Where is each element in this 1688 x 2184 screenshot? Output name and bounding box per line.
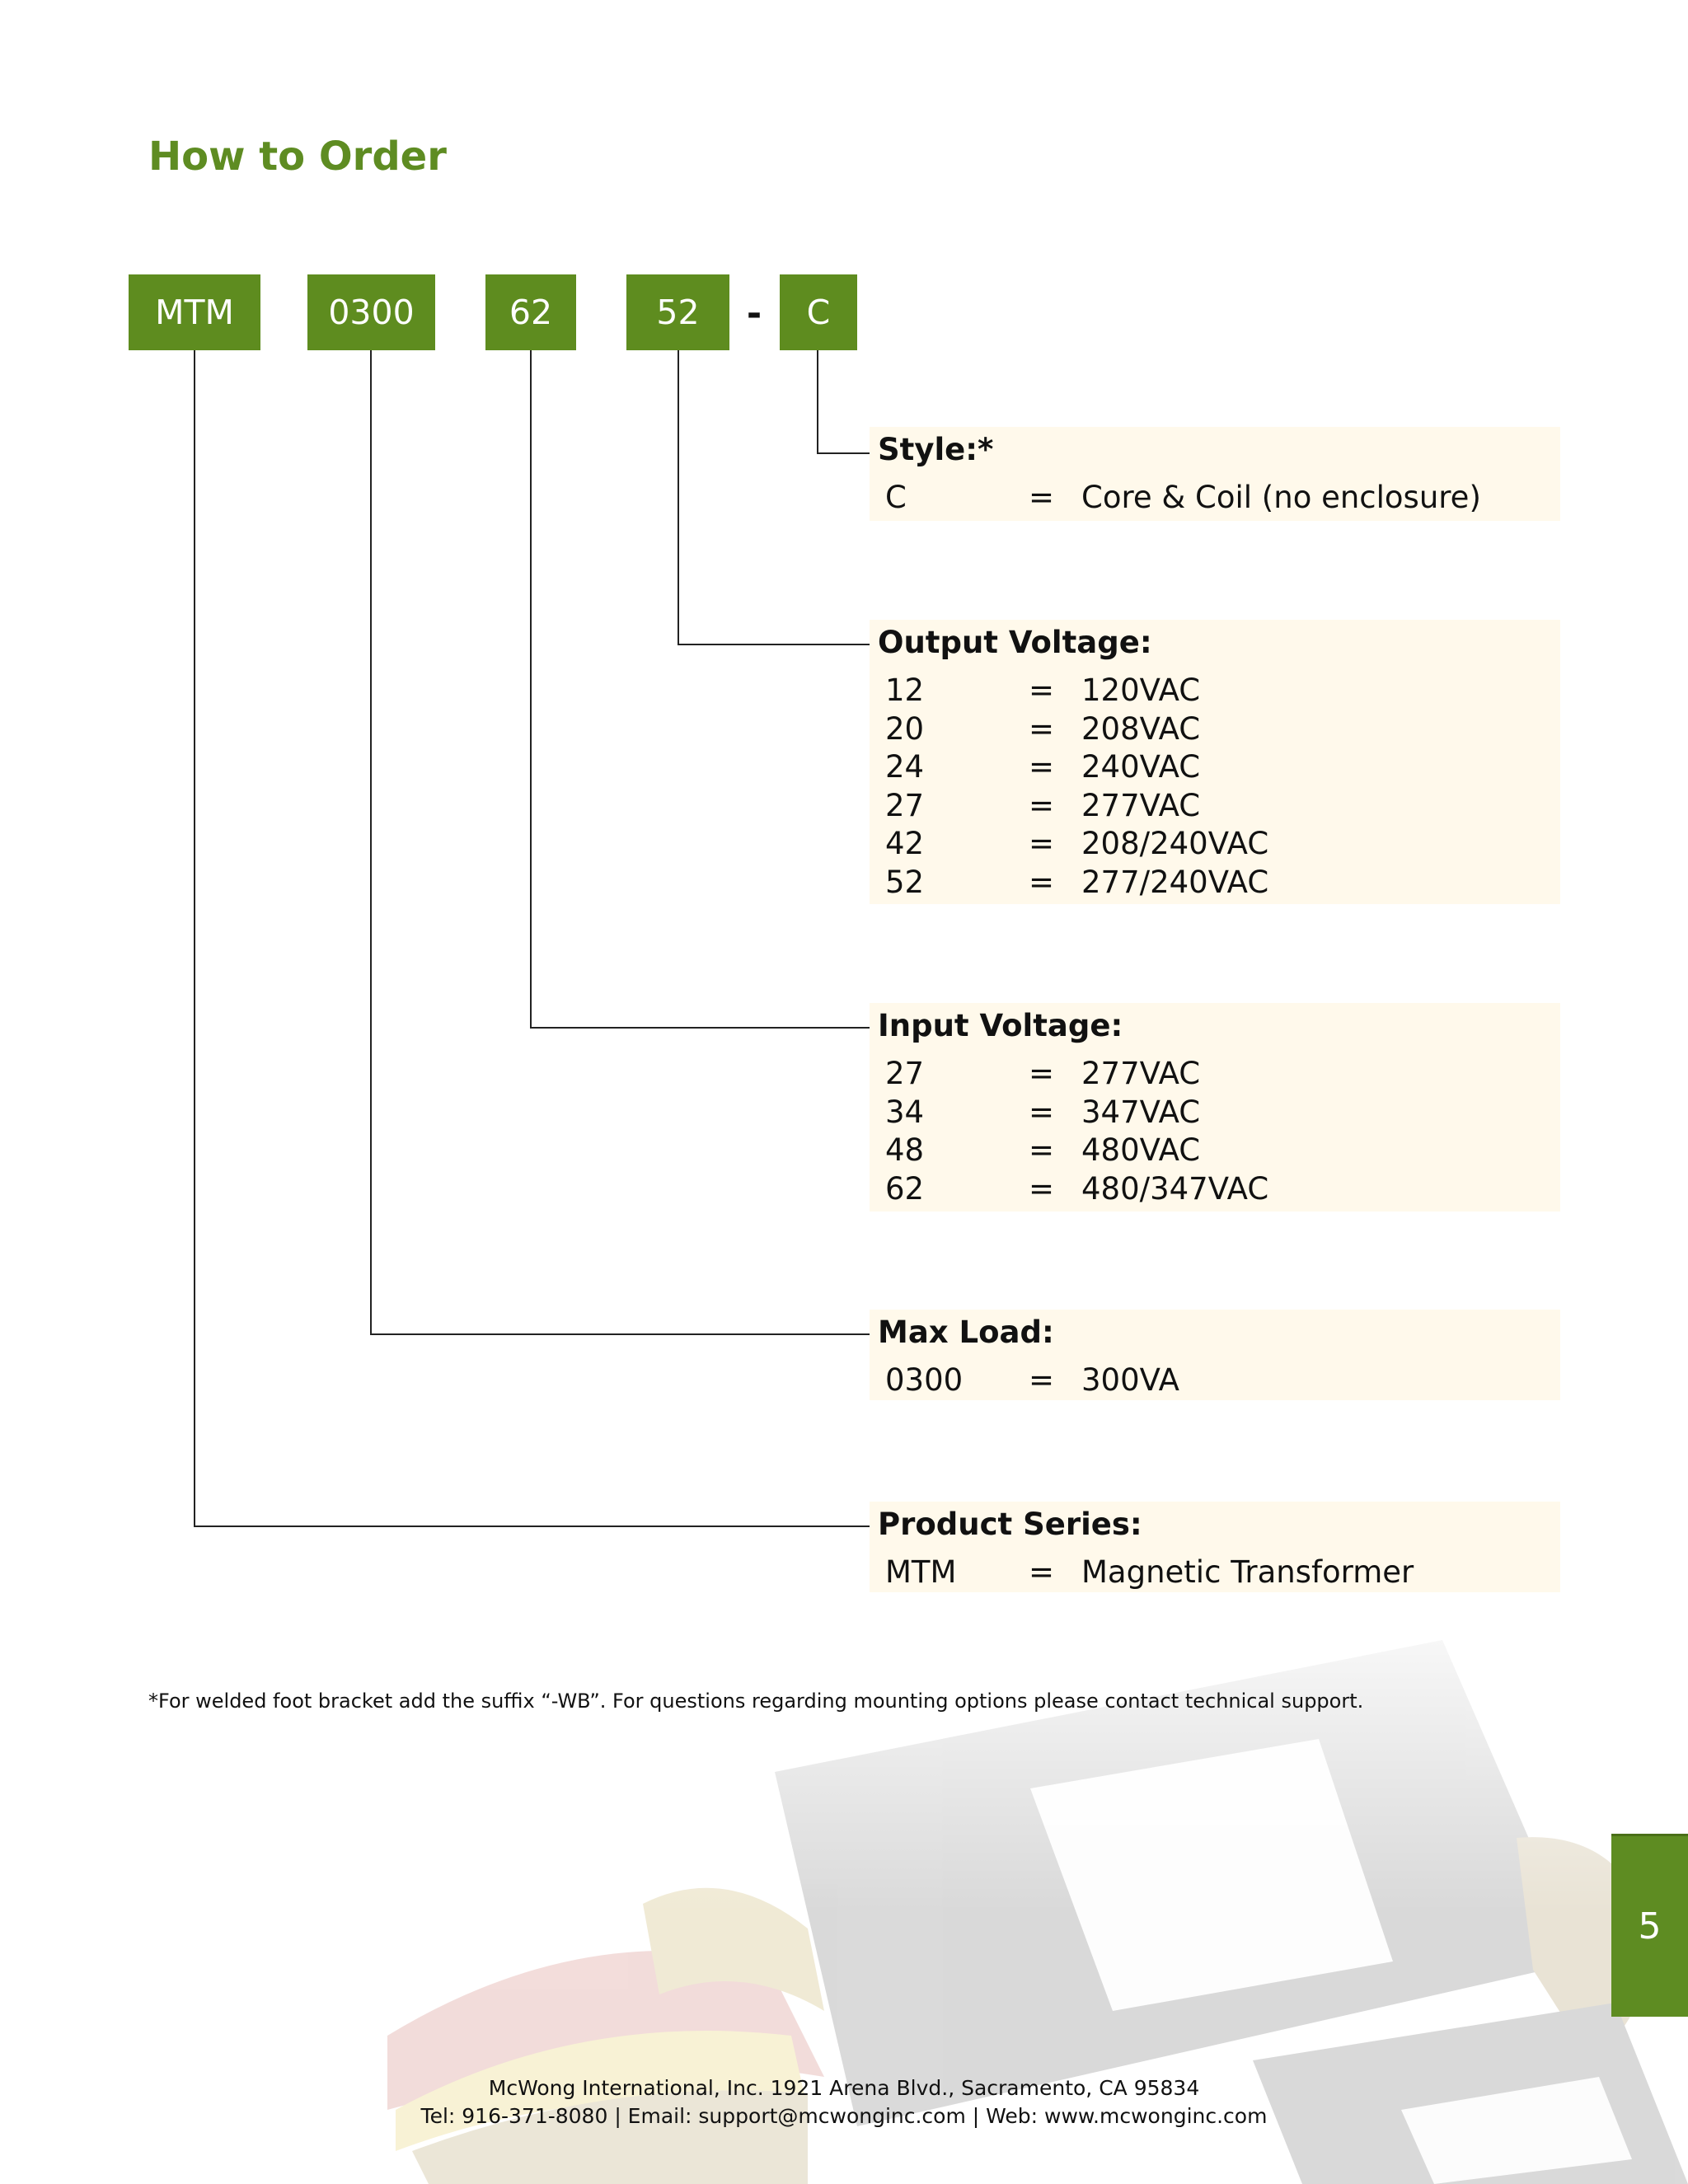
- option-equals: =: [1029, 1362, 1055, 1398]
- list-item: C = Core & Coil (no enclosure): [870, 479, 1560, 518]
- option-code: 34: [885, 1094, 925, 1130]
- page-number-tab: 5: [1611, 1834, 1688, 2017]
- product-series-panel-title: Product Series:: [878, 1507, 1142, 1542]
- option-description: 300VA: [1081, 1362, 1179, 1398]
- option-description: Core & Coil (no enclosure): [1081, 480, 1481, 515]
- style-panel: Style:* C = Core & Coil (no enclosure): [870, 427, 1560, 521]
- option-description: 120VAC: [1081, 673, 1201, 708]
- list-item: 62 = 480/347VAC: [870, 1170, 1560, 1209]
- leader-line-input-v: [530, 350, 532, 1029]
- style-panel-title: Style:*: [878, 432, 994, 467]
- list-item: 12 = 120VAC: [870, 672, 1560, 710]
- list-item: 34 = 347VAC: [870, 1094, 1560, 1132]
- list-item: 20 = 208VAC: [870, 710, 1560, 749]
- list-item: 48 = 480VAC: [870, 1132, 1560, 1170]
- option-code: 52: [885, 864, 925, 900]
- footnote: *For welded foot bracket add the suffix …: [148, 1690, 1364, 1713]
- list-item: MTM = Magnetic Transformer: [870, 1554, 1560, 1592]
- code-box-output: 52: [626, 274, 729, 350]
- option-code: 20: [885, 710, 925, 747]
- footer-address: McWong International, Inc. 1921 Arena Bl…: [488, 2076, 1200, 2100]
- list-item: 42 = 208/240VAC: [870, 825, 1560, 864]
- option-equals: =: [1029, 480, 1055, 515]
- option-description: 480/347VAC: [1081, 1170, 1269, 1207]
- leader-line-input-h: [530, 1027, 870, 1029]
- leader-line-output-h: [678, 644, 870, 645]
- option-equals: =: [1029, 787, 1055, 823]
- leader-line-output-v: [678, 350, 679, 645]
- output-voltage-panel-title: Output Voltage:: [878, 625, 1152, 660]
- option-description: 277VAC: [1081, 787, 1201, 823]
- max-load-panel-title: Max Load:: [878, 1315, 1054, 1350]
- input-voltage-panel-title: Input Voltage:: [878, 1008, 1123, 1043]
- option-equals: =: [1029, 1554, 1055, 1590]
- code-box-series: MTM: [129, 274, 260, 350]
- option-code: 27: [885, 1056, 925, 1091]
- code-box-style: C: [780, 274, 857, 350]
- list-item: 27 = 277VAC: [870, 1055, 1560, 1094]
- leader-line-series-v: [194, 350, 195, 1527]
- option-code: 48: [885, 1132, 925, 1168]
- option-equals: =: [1029, 864, 1055, 900]
- page-title: How to Order: [148, 134, 447, 180]
- option-code: MTM: [885, 1554, 957, 1590]
- option-equals: =: [1029, 1132, 1055, 1168]
- option-equals: =: [1029, 1094, 1055, 1130]
- footer-contact: Tel: 916-371-8080 | Email: support@mcwon…: [420, 2104, 1268, 2128]
- code-box-input: 62: [485, 274, 576, 350]
- code-box-load: 0300: [307, 274, 435, 350]
- list-item: 24 = 240VAC: [870, 748, 1560, 787]
- max-load-panel: Max Load: 0300 = 300VA: [870, 1310, 1560, 1400]
- option-description: 277VAC: [1081, 1056, 1201, 1091]
- list-item: 27 = 277VAC: [870, 787, 1560, 826]
- code-separator-dash: -: [746, 292, 762, 335]
- option-equals: =: [1029, 1170, 1055, 1207]
- option-equals: =: [1029, 710, 1055, 747]
- leader-line-style-v: [817, 350, 818, 454]
- option-equals: =: [1029, 826, 1055, 861]
- option-equals: =: [1029, 673, 1055, 708]
- input-voltage-panel: Input Voltage: 27 = 277VAC 34 = 347VAC 4…: [870, 1003, 1560, 1212]
- output-voltage-panel: Output Voltage: 12 = 120VAC 20 = 208VAC …: [870, 620, 1560, 904]
- page-number: 5: [1638, 1905, 1662, 1947]
- list-item: 0300 = 300VA: [870, 1361, 1560, 1400]
- leader-line-load-v: [370, 350, 372, 1335]
- option-code: C: [885, 480, 907, 515]
- option-description: Magnetic Transformer: [1081, 1554, 1414, 1590]
- option-equals: =: [1029, 749, 1055, 785]
- product-series-panel: Product Series: MTM = Magnetic Transform…: [870, 1502, 1560, 1592]
- option-code: 24: [885, 749, 925, 785]
- list-item: 52 = 277/240VAC: [870, 864, 1560, 902]
- option-equals: =: [1029, 1056, 1055, 1091]
- option-code: 27: [885, 787, 925, 823]
- option-description: 208/240VAC: [1081, 826, 1269, 861]
- option-code: 12: [885, 673, 925, 708]
- option-description: 277/240VAC: [1081, 864, 1269, 900]
- option-description: 347VAC: [1081, 1094, 1201, 1130]
- option-description: 208VAC: [1081, 710, 1201, 747]
- option-description: 480VAC: [1081, 1132, 1201, 1168]
- option-code: 62: [885, 1170, 925, 1207]
- option-description: 240VAC: [1081, 749, 1201, 785]
- option-code: 42: [885, 826, 925, 861]
- leader-line-style-h: [817, 452, 870, 454]
- leader-line-series-h: [194, 1526, 870, 1527]
- option-code: 0300: [885, 1362, 964, 1398]
- leader-line-load-h: [370, 1333, 870, 1335]
